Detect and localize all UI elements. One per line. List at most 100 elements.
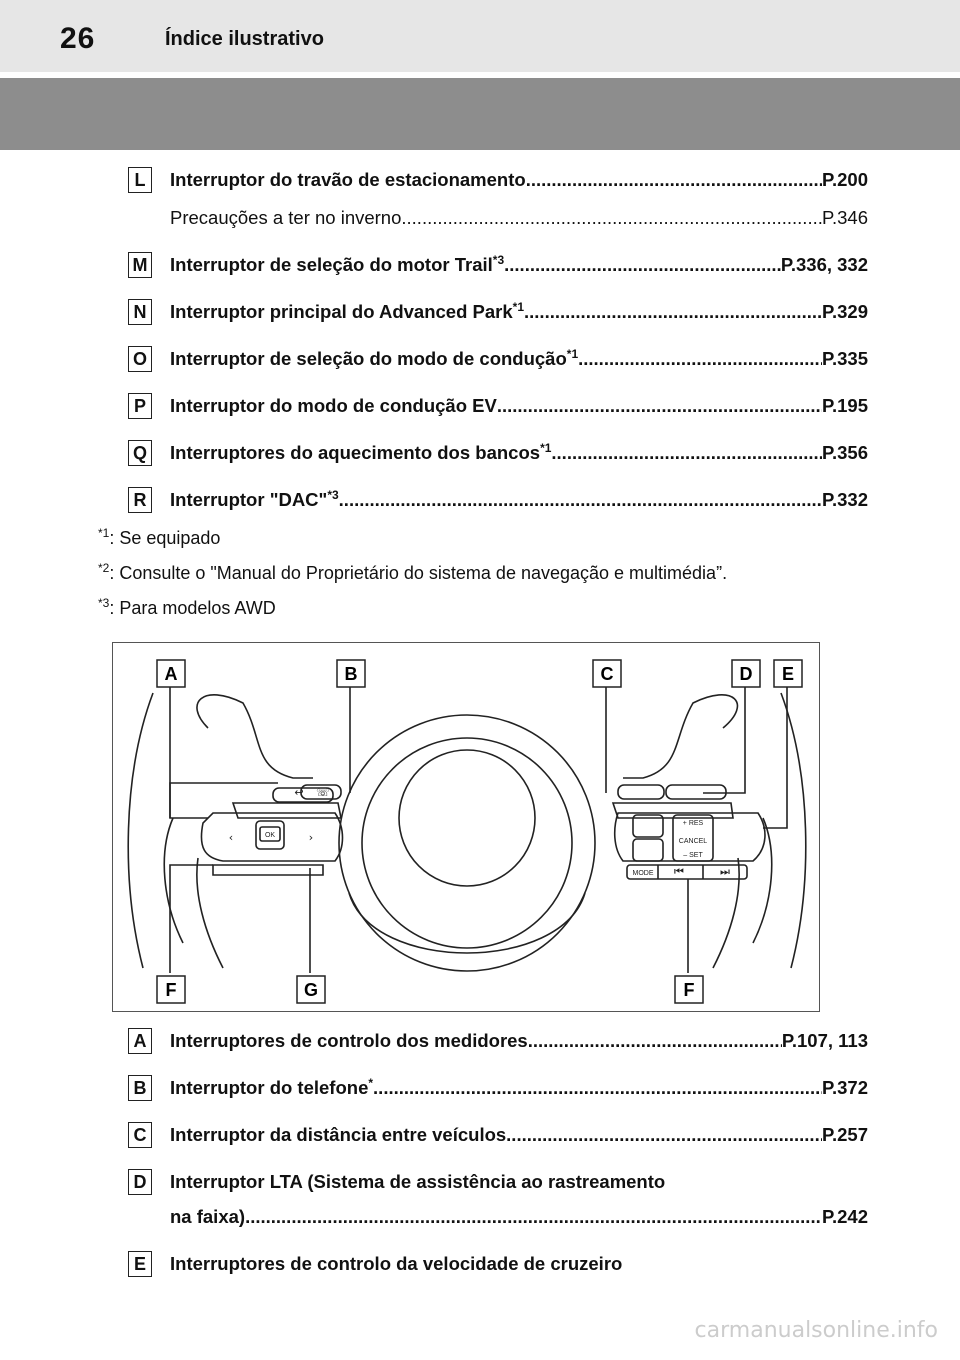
footnote-mark: *1 [566,346,579,361]
entry-name: Interruptor do travão de estacionamento [170,169,526,190]
entry-name: Interruptor de seleção do modo de conduç… [170,348,567,369]
callout-F-right: F [684,980,695,1000]
entry-name: Interruptor do modo de condução EV [170,395,497,416]
entry-L: L Interruptor do travão de estacionament… [128,166,868,196]
callout-box-g [296,975,326,1004]
entry-letter-badge: M [128,252,152,278]
entry-letter-badge: P [128,393,152,419]
footnote-1: *1: Se equipado [98,526,221,548]
next-track-icon: ⏭ [720,865,730,878]
dot-leader: ........................................… [401,207,823,228]
callout-A: A [165,664,178,684]
entry-P: P Interruptor do modo de condução EV ...… [128,392,868,422]
entry-C: C Interruptor da distância entre veículo… [128,1121,868,1151]
callout-C: C [601,664,614,684]
entry-name: Interruptor do telefone [170,1077,369,1098]
callout-box-e [773,659,803,688]
page-reference[interactable]: P.372 [822,1077,868,1098]
entry-letter-badge: D [128,1169,152,1195]
entry-letter-badge: A [128,1028,152,1054]
entry-letter-badge: C [128,1122,152,1148]
callout-E: E [782,664,794,684]
footnote-mark: *1 [540,440,552,455]
footnote-mark: *1 [512,299,525,314]
page-reference[interactable]: P.356 [822,442,868,463]
entry-name: Interruptor "DAC" [170,489,328,510]
page-reference[interactable]: P.346 [822,207,868,228]
entry-letter-badge: R [128,487,152,513]
dot-leader: ........................................… [525,169,822,190]
callout-box-c [592,659,622,688]
entry-letter-badge: O [128,346,152,372]
footnote-3: *3: Para modelos AWD [98,596,276,618]
entry-letter-badge: L [128,167,152,193]
phone-icon: ☏ [316,786,330,799]
dot-leader: ........................................… [506,1124,822,1145]
entry-sub-D: na faixa) ..............................… [128,1203,868,1233]
footnote-mark: *3 [327,487,339,502]
entry-name: Interruptor de seleção do motor Trail [170,254,493,275]
dot-leader: ........................................… [524,301,823,322]
footnote-2: *2: Consulte o "Manual do Proprietário d… [98,561,728,583]
callout-F-left: F [166,980,177,1000]
page-reference[interactable]: P.200 [822,169,868,190]
callout-box-a [156,659,186,688]
dot-leader: ........................................… [527,1030,782,1051]
entry-N: N Interruptor principal do Advanced Park… [128,298,868,328]
entry-sub-L: Precauções a ter no inverno ............… [128,204,868,234]
entry-letter-badge: N [128,299,152,325]
header-band [0,78,960,150]
page-reference[interactable]: P.257 [822,1124,868,1145]
mode-button-label: MODE [633,870,654,877]
page-reference[interactable]: P.335 [822,348,868,369]
cancel-button-label: CANCEL [679,838,708,845]
entry-B: B Interruptor do telefone* .............… [128,1074,868,1104]
entry-name: Interruptores do aquecimento dos bancos [170,442,541,463]
callout-box-f-left [156,975,186,1004]
entry-letter-badge: Q [128,440,152,466]
page-reference[interactable]: P.332 [822,489,868,510]
entry-name: Interruptor da distância entre veículos [170,1124,507,1145]
callout-D: D [740,664,753,684]
entry-name: Interruptor LTA (Sistema de assistência … [170,1171,666,1192]
entry-letter-badge: E [128,1251,152,1277]
callout-G: G [304,980,318,1000]
entry-E: E Interruptores de controlo da velocidad… [128,1250,826,1280]
dot-leader: ........................................… [373,1077,822,1098]
page-reference[interactable]: P.242 [822,1206,868,1227]
callout-box-d [731,659,761,688]
callout-B: B [345,664,358,684]
entry-name: Interruptores de controlo dos medidores [170,1030,528,1051]
callout-box-f-right [674,975,704,1004]
page-header [0,0,960,72]
dot-leader: ........................................… [245,1206,823,1227]
right-arrow-icon: › [309,831,313,844]
dot-leader: ........................................… [504,254,781,275]
entry-M: M Interruptor de seleção do motor Trail*… [128,251,868,281]
steering-wheel-diagram: OK CANCEL + RES – SET MODE ‹ › ↩ ☏ ⏮ ⏭ A… [112,642,820,1012]
page-reference[interactable]: P.336, 332 [780,254,868,275]
footnote-mark: * [368,1075,374,1090]
res-button-label: + RES [683,820,704,827]
entry-letter-badge: B [128,1075,152,1101]
footnote-mark: *3 [492,252,505,267]
page-reference[interactable]: P.107, 113 [781,1030,868,1051]
page-number: 26 [60,22,96,55]
prev-track-icon: ⏮ [674,865,684,878]
entry-name: Interruptores de controlo da velocidade … [170,1253,623,1274]
dot-leader: ........................................… [551,442,823,463]
ok-button-label: OK [265,832,275,839]
entry-D: D Interruptor LTA (Sistema de assistênci… [128,1168,826,1198]
entry-O: O Interruptor de seleção do modo de cond… [128,345,868,375]
page-reference[interactable]: P.329 [822,301,868,322]
page-reference[interactable]: P.195 [822,395,868,416]
entry-name: Interruptor principal do Advanced Park [170,301,513,322]
entry-name: na faixa) [170,1206,246,1227]
left-arrow-icon: ‹ [229,831,233,844]
dot-leader: ........................................… [338,489,822,510]
dot-leader: ........................................… [496,395,822,416]
dot-leader: ........................................… [578,348,822,369]
set-button-label: – SET [683,852,703,859]
watermark: carmanualsonline.info [694,1318,938,1343]
entry-Q: Q Interruptores do aquecimento dos banco… [128,439,868,469]
